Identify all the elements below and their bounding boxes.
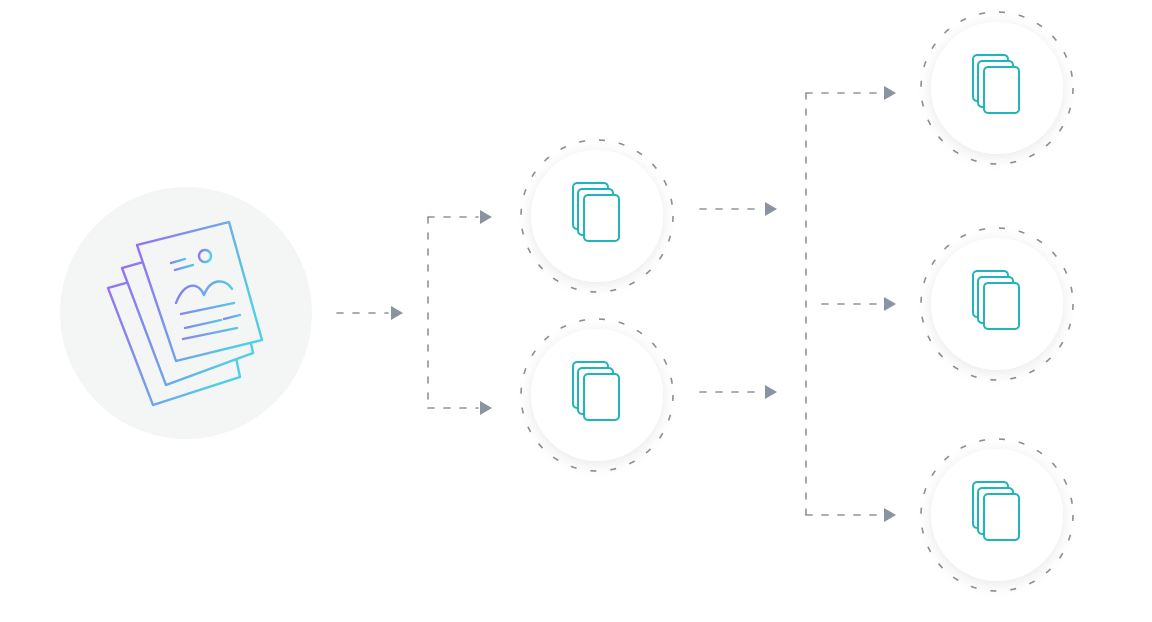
dashed-ring (520, 318, 674, 472)
arrowhead (884, 297, 896, 311)
document-stack-icon (972, 54, 1020, 114)
dashed-ring (920, 11, 1074, 165)
arrowhead (480, 210, 492, 224)
split-node-a (520, 139, 674, 293)
arrowheads (391, 86, 896, 522)
dashed-ring (920, 227, 1074, 381)
dashed-ring (520, 139, 674, 293)
output-node-3 (920, 438, 1074, 592)
arrowhead (391, 306, 403, 320)
document-stack-icon (572, 182, 620, 242)
dashed-ring (920, 438, 1074, 592)
document-stack-icon (972, 481, 1020, 541)
split-node-b (520, 318, 674, 472)
document-stack-icon (572, 361, 620, 421)
arrowhead (765, 202, 777, 216)
arrowhead (480, 401, 492, 415)
illustrated-document-stack-icon (106, 220, 264, 407)
source-node (60, 187, 312, 439)
connectors (336, 92, 883, 516)
arrowhead (884, 86, 896, 100)
document-stack-icon (972, 270, 1020, 330)
node-group (520, 11, 1074, 592)
output-node-2 (920, 227, 1074, 381)
output-node-1 (920, 11, 1074, 165)
arrowhead (765, 385, 777, 399)
arrowhead (884, 508, 896, 522)
